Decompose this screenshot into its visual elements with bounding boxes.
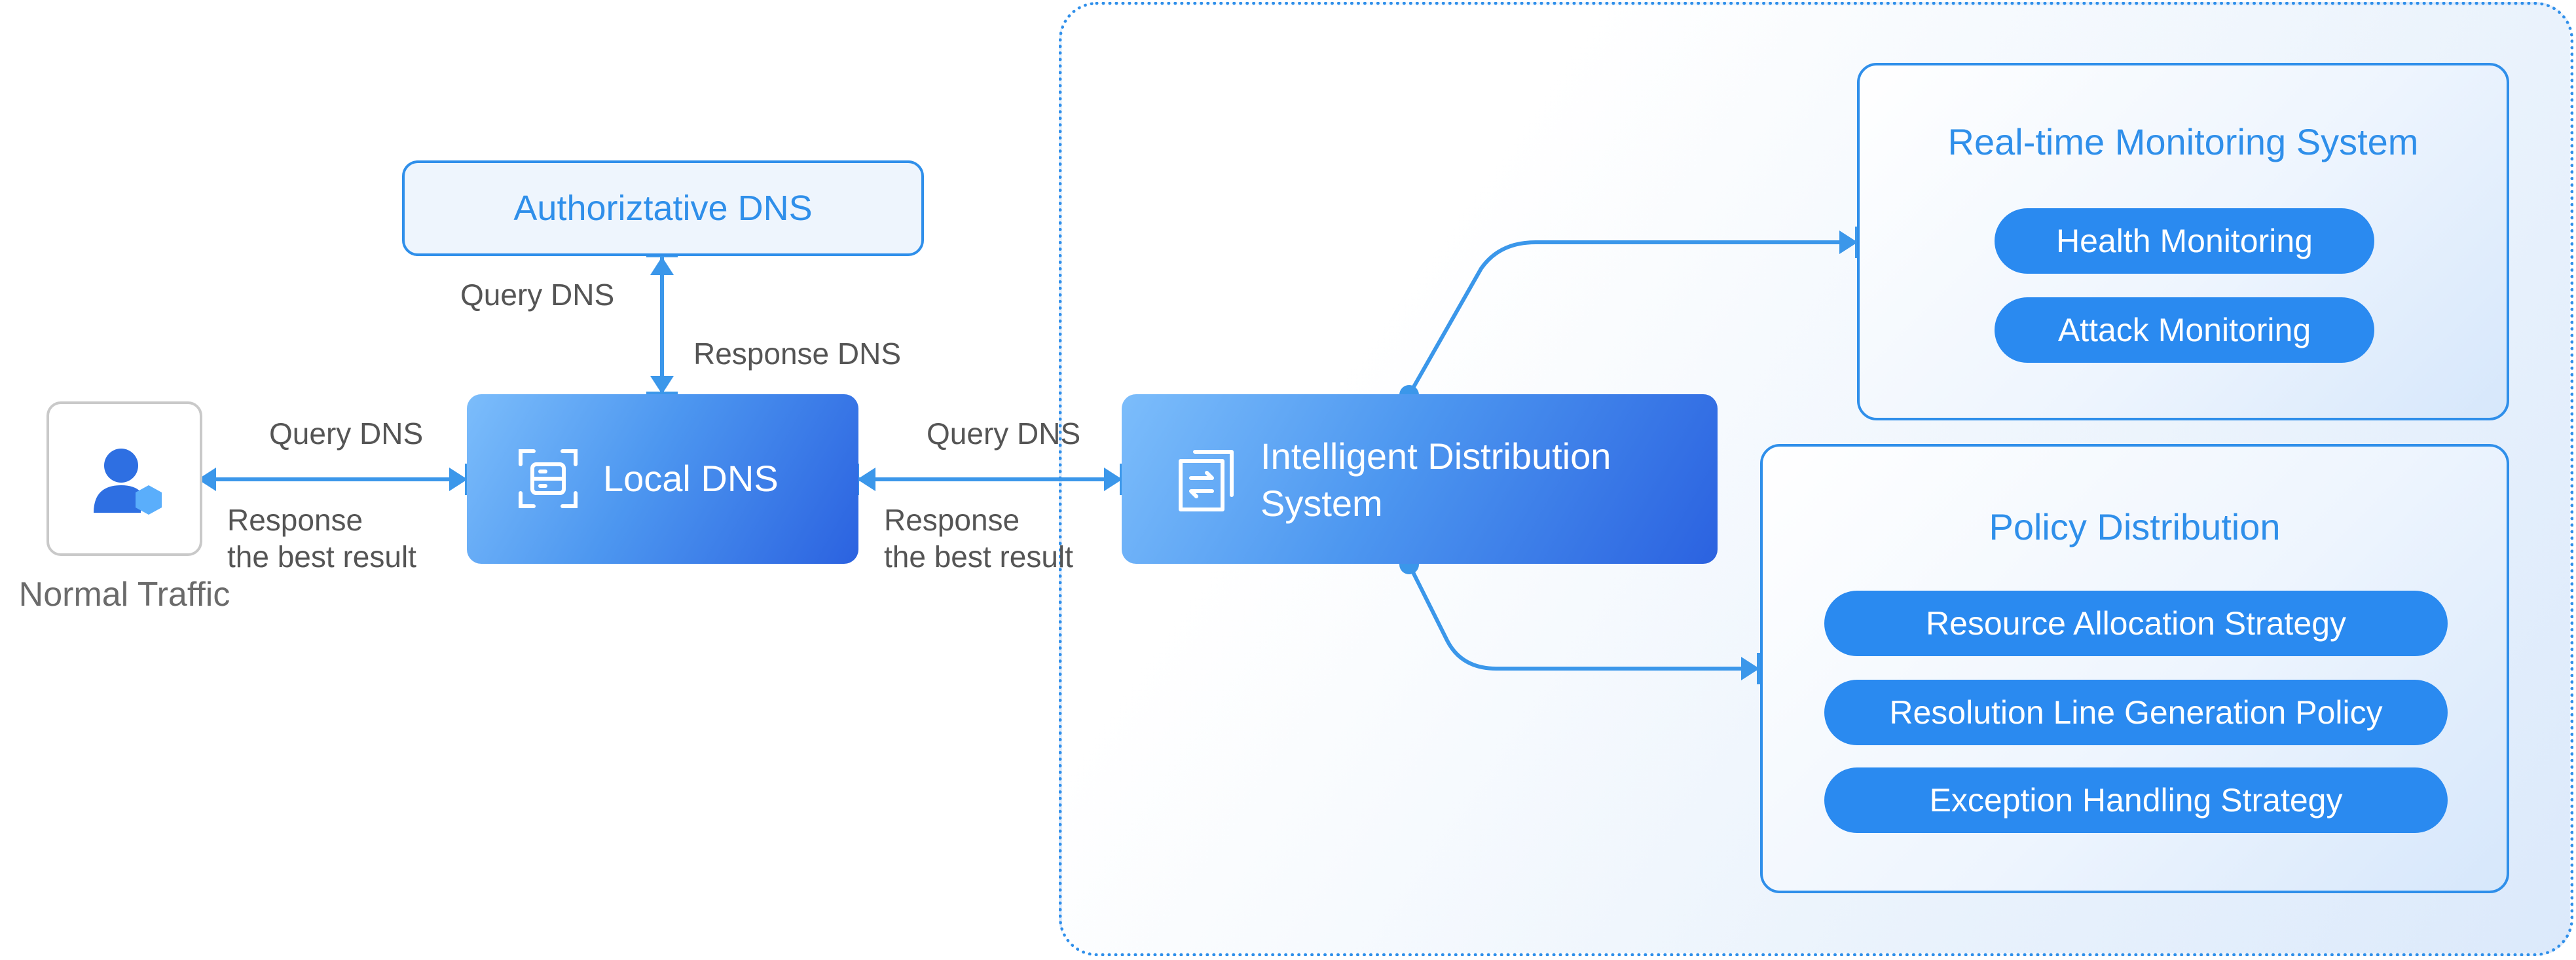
- normal-traffic-label: Normal Traffic: [18, 576, 230, 614]
- dns-server-scan-icon: [519, 449, 578, 508]
- intelligent-distribution-label-line1: Intelligent Distribution: [1260, 435, 1611, 477]
- authoritative-dns-node: Authoriztative DNS: [402, 160, 924, 256]
- arrowhead-policy: [1741, 657, 1759, 680]
- arrowhead-right-mid: [1104, 468, 1122, 491]
- authoritative-dns-label: Authoriztative DNS: [513, 189, 813, 228]
- response-dns-label-top: Response DNS: [693, 337, 902, 371]
- local-dns-label: Local DNS: [603, 458, 779, 499]
- arrowhead-right: [449, 468, 468, 491]
- document-transfer-icon: [1179, 450, 1234, 511]
- response-label-mid-line1: Response: [884, 503, 1020, 537]
- policy-panel-title: Policy Distribution: [1989, 506, 2281, 547]
- arrowhead-monitoring: [1839, 231, 1858, 254]
- local-dns-node: Local DNS: [467, 394, 858, 564]
- response-label-left-line1: Response: [227, 503, 363, 537]
- intelligent-distribution-node: Intelligent Distribution System: [1122, 394, 1718, 564]
- resource-allocation-pill: Resource Allocation Strategy: [1824, 591, 2448, 656]
- user-shield-icon: [94, 449, 162, 515]
- query-dns-label-left: Query DNS: [269, 416, 424, 451]
- monitoring-panel-title: Real-time Monitoring System: [1947, 121, 2419, 162]
- query-dns-label-top: Query DNS: [460, 278, 615, 312]
- policy-panel: Policy Distribution Resource Allocation …: [1760, 444, 2509, 893]
- exception-handling-pill: Exception Handling Strategy: [1824, 767, 2448, 833]
- attack-monitoring-pill: Attack Monitoring: [1995, 297, 2374, 363]
- resolution-line-generation-pill: Resolution Line Generation Policy: [1824, 680, 2448, 745]
- normal-traffic-node: [46, 401, 202, 556]
- query-dns-label-mid: Query DNS: [927, 416, 1081, 451]
- intelligent-distribution-label-line2: System: [1260, 483, 1383, 524]
- arrowhead-up: [650, 257, 674, 275]
- arrowhead-down: [650, 376, 674, 394]
- monitoring-panel: Real-time Monitoring System Health Monit…: [1857, 63, 2509, 420]
- health-monitoring-pill: Health Monitoring: [1995, 208, 2374, 274]
- response-label-mid-line2: the best result: [884, 540, 1073, 574]
- distribution-policy-connector: [1407, 563, 1758, 671]
- arrowhead-left-mid: [857, 468, 875, 491]
- arrowhead-left: [198, 468, 216, 491]
- distribution-monitoring-connector: [1407, 240, 1856, 396]
- response-label-left-line2: the best result: [227, 540, 416, 574]
